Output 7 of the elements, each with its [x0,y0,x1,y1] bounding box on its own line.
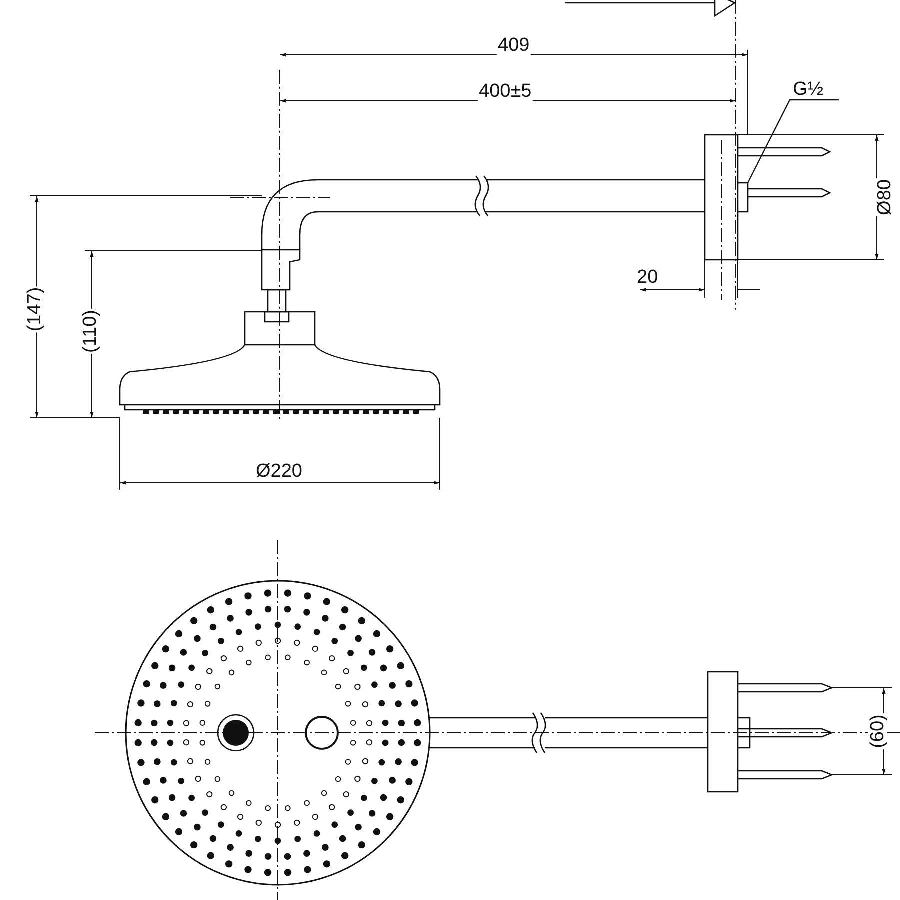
dimension-label: 400±5 [478,82,533,101]
thread-connector [737,182,749,213]
dimension-label: (110) [80,309,100,354]
leader-line [747,99,839,184]
dimension-label: (147) [26,286,45,333]
dimension-label: 409 [497,36,531,55]
dimension-label: (60) [868,714,888,750]
